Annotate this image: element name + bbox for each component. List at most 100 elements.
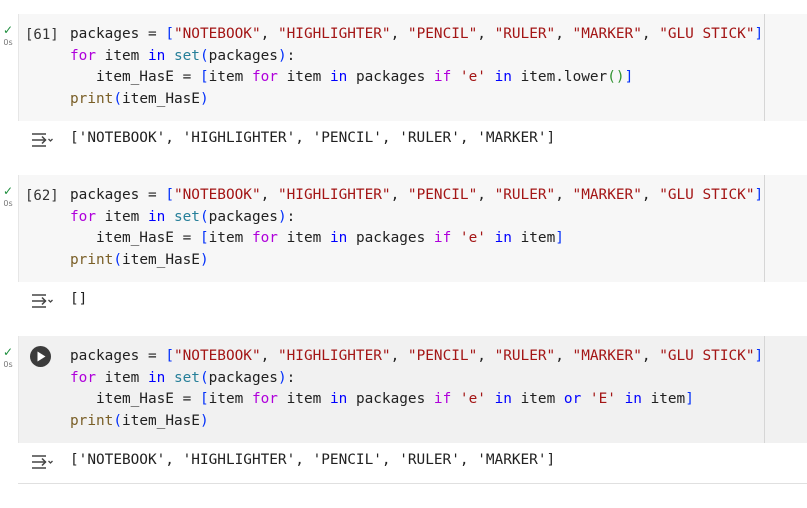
code-token: [581, 391, 590, 407]
code-token: ,: [641, 348, 660, 364]
code-token: item: [277, 69, 330, 85]
code-line[interactable]: for item in set(packages):: [70, 368, 763, 390]
code-token: [616, 391, 625, 407]
code-token: for: [70, 369, 96, 386]
code-line[interactable]: packages = ["NOTEBOOK", "HIGHLIGHTER", "…: [70, 346, 763, 368]
code-token: ,: [260, 26, 278, 42]
code-token: print: [70, 90, 114, 107]
code-token: (: [199, 369, 209, 386]
code-text[interactable]: packages = ["NOTEBOOK", "HIGHLIGHTER", "…: [70, 185, 763, 271]
code-token: [486, 391, 495, 407]
code-editor[interactable]: [18, 14, 807, 121]
code-line[interactable]: packages = ["NOTEBOOK", "HIGHLIGHTER", "…: [70, 185, 763, 207]
code-token: in: [494, 391, 512, 407]
code-token: ,: [477, 348, 495, 364]
code-token: 'e': [459, 391, 486, 407]
execution-time: 0s: [3, 199, 13, 208]
execution-count[interactable]: [62]: [25, 188, 59, 204]
code-token: [: [199, 69, 209, 85]
run-cell-button[interactable]: [30, 346, 51, 367]
code-line[interactable]: item_HasE = [item for item in packages i…: [70, 389, 763, 411]
code-token: packages =: [70, 348, 166, 364]
code-token: "NOTEBOOK": [173, 348, 261, 364]
code-token: :: [286, 47, 296, 64]
code-token: packages =: [70, 26, 166, 42]
code-token: ,: [555, 348, 573, 364]
code-token: for: [251, 230, 278, 246]
output-collapse-icon[interactable]: [30, 131, 54, 149]
code-token: :: [286, 208, 296, 225]
code-token: [: [165, 26, 174, 42]
code-text[interactable]: packages = ["NOTEBOOK", "HIGHLIGHTER", "…: [70, 24, 763, 110]
code-line[interactable]: print(item_HasE): [70, 250, 763, 272]
code-line[interactable]: print(item_HasE): [70, 411, 763, 433]
code-token: in: [494, 230, 512, 246]
code-token: ,: [260, 348, 278, 364]
code-token: (): [607, 69, 625, 85]
code-text[interactable]: packages = ["NOTEBOOK", "HIGHLIGHTER", "…: [70, 346, 763, 432]
code-token: ,: [260, 187, 278, 203]
code-token: [: [199, 230, 209, 246]
checkmark-icon: ✓: [2, 345, 14, 359]
code-token: for: [70, 208, 96, 225]
checkmark-icon: ✓: [2, 23, 14, 37]
code-token: packages =: [70, 187, 166, 203]
code-token: ,: [390, 348, 408, 364]
code-token: [451, 391, 460, 407]
code-editor[interactable]: [18, 336, 807, 443]
code-token: in: [329, 230, 348, 246]
execution-count[interactable]: [61]: [25, 27, 59, 43]
code-line[interactable]: print(item_HasE): [70, 89, 763, 111]
execution-time: 0s: [3, 360, 13, 369]
code-token: ]: [754, 348, 764, 364]
line-length-ruler: [764, 336, 765, 443]
code-token: "NOTEBOOK": [173, 26, 261, 42]
code-token: packages: [208, 47, 278, 64]
code-token: if: [433, 230, 452, 246]
output-collapse-icon[interactable]: [30, 292, 54, 310]
code-token: [165, 209, 174, 225]
code-token: ,: [641, 187, 660, 203]
code-token: or: [563, 391, 582, 407]
code-line[interactable]: item_HasE = [item for item in packages i…: [70, 228, 763, 250]
code-token: item: [641, 391, 686, 407]
code-token: item_HasE =: [70, 391, 200, 407]
code-token: (: [113, 251, 122, 268]
code-token: item_HasE =: [70, 230, 200, 246]
code-token: ]: [754, 187, 764, 203]
cell-output: ['NOTEBOOK', 'HIGHLIGHTER', 'PENCIL', 'R…: [70, 452, 556, 468]
cell-divider: [18, 483, 807, 484]
code-line[interactable]: item_HasE = [item for item in packages i…: [70, 67, 763, 89]
code-token: ): [199, 412, 209, 429]
code-token: ]: [555, 230, 564, 246]
code-token: for: [251, 69, 278, 85]
code-line[interactable]: for item in set(packages):: [70, 207, 763, 229]
code-token: item.lower: [511, 69, 608, 85]
code-editor[interactable]: [18, 175, 807, 282]
code-token: ]: [624, 69, 634, 85]
code-token: [451, 230, 460, 246]
code-line[interactable]: for item in set(packages):: [70, 46, 763, 68]
code-token: packages: [347, 230, 434, 246]
code-token: print: [70, 412, 114, 429]
code-token: item: [511, 230, 556, 246]
code-token: ,: [390, 26, 408, 42]
output-collapse-icon[interactable]: [30, 453, 54, 471]
code-token: for: [70, 47, 96, 64]
code-token: ): [199, 251, 209, 268]
code-token: ,: [477, 187, 495, 203]
code-token: (: [113, 90, 122, 107]
code-token: in: [494, 69, 512, 85]
code-token: set: [173, 208, 200, 225]
code-token: item: [96, 369, 148, 386]
code-token: [: [199, 391, 209, 407]
cell-output: []: [70, 291, 88, 307]
execution-time: 0s: [3, 38, 13, 47]
cell-output: ['NOTEBOOK', 'HIGHLIGHTER', 'PENCIL', 'R…: [70, 130, 556, 146]
code-token: "HIGHLIGHTER": [277, 348, 391, 364]
code-token: item: [208, 391, 252, 407]
code-token: packages: [347, 391, 434, 407]
code-token: ,: [555, 26, 573, 42]
code-token: [: [165, 348, 174, 364]
code-line[interactable]: packages = ["NOTEBOOK", "HIGHLIGHTER", "…: [70, 24, 763, 46]
